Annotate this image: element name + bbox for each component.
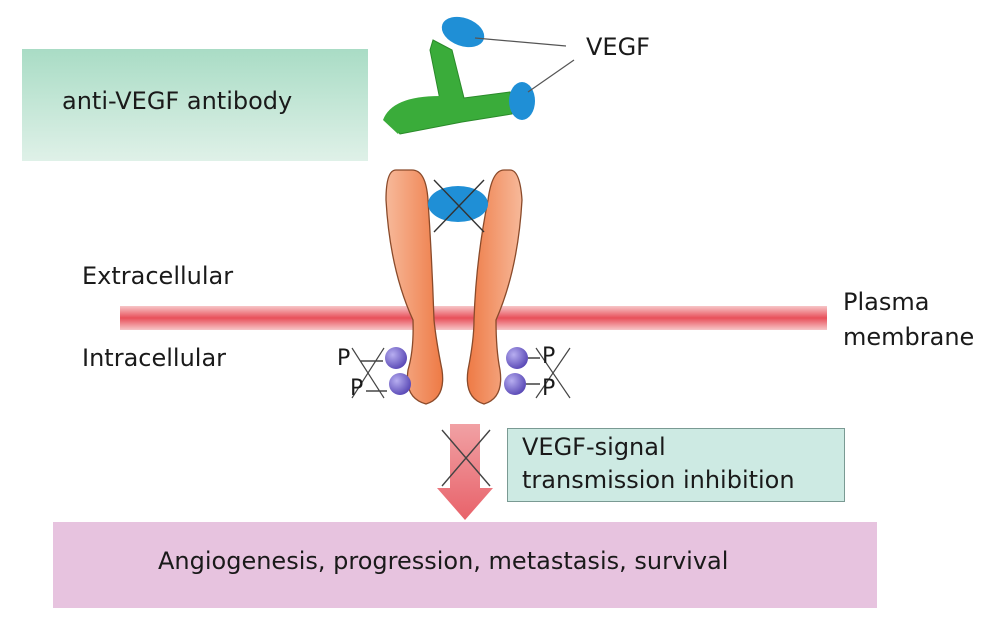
plasma-membrane-label-line1: Plasma <box>843 288 930 316</box>
blocked-vegf-cross-b <box>433 179 485 233</box>
signal-arrow-cross-b <box>441 429 491 487</box>
phospho-cross-left-b <box>351 347 385 399</box>
vegf-label: VEGF <box>586 33 650 61</box>
vegf-molecule-2 <box>509 82 535 120</box>
intracellular-label: Intracellular <box>82 344 227 372</box>
vegf-pointer-1 <box>474 37 567 47</box>
extracellular-label: Extracellular <box>82 262 234 290</box>
anti-vegf-antibody <box>383 39 513 135</box>
antibody-label-box: anti-VEGF antibody <box>22 49 368 161</box>
outcome-label: Angiogenesis, progression, metastasis, s… <box>158 547 729 575</box>
antibody-label: anti-VEGF antibody <box>62 87 293 115</box>
vegf-receptor-left <box>385 169 444 405</box>
phospho-label-right-2: P <box>542 376 556 401</box>
signal-inhibition-line1: VEGF-signal <box>522 433 666 461</box>
signal-inhibition-line2: transmission inhibition <box>522 466 795 494</box>
outcome-box: Angiogenesis, progression, metastasis, s… <box>53 522 877 608</box>
phospho-label-left-1: P <box>337 346 351 371</box>
vegf-molecule-1 <box>441 16 485 48</box>
phospho-label-left-2: P <box>350 376 364 401</box>
phospho-site-right-1 <box>506 347 528 369</box>
phospho-label-right-1: P <box>542 344 556 369</box>
vegf-pointer-2 <box>527 59 575 93</box>
plasma-membrane-label-line2: membrane <box>843 323 975 351</box>
signal-inhibition-box: VEGF-signal transmission inhibition <box>507 428 845 502</box>
phospho-site-right-2 <box>504 373 526 395</box>
phospho-cross-right-b <box>535 347 571 399</box>
phospho-site-left-2 <box>389 373 411 395</box>
vegf-receptor-right <box>466 169 523 405</box>
signal-arrow <box>437 424 493 520</box>
phospho-site-left-1 <box>385 347 407 369</box>
